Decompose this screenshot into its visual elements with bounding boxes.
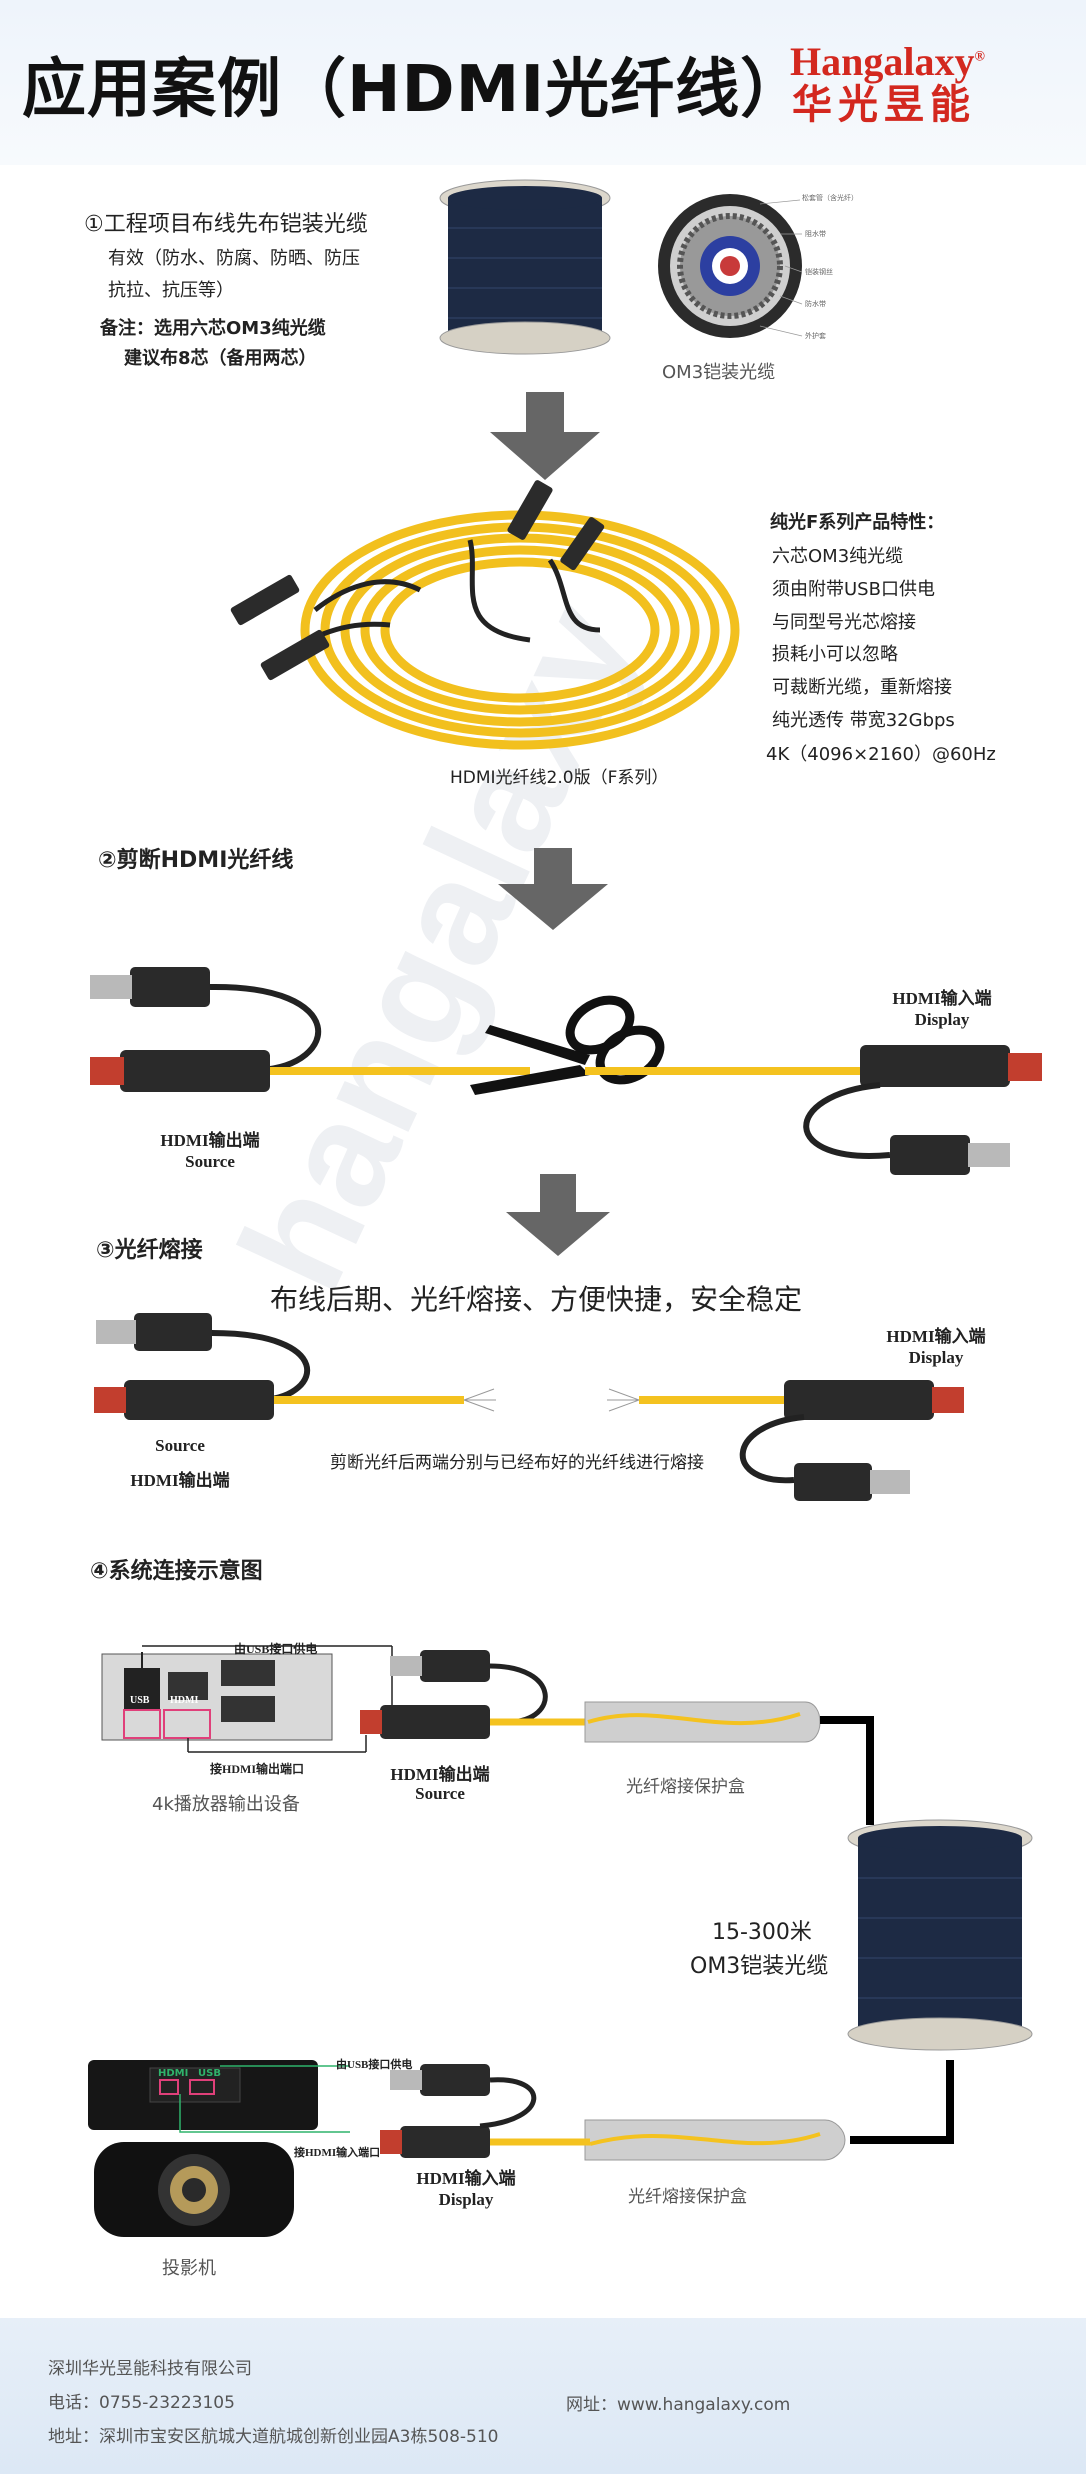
footer-company: 深圳华光昱能科技有限公司 [48, 2359, 252, 2379]
footer-website: 网址：www.hangalaxy.com [566, 2395, 791, 2415]
system-cabling-bottom [380, 2060, 954, 2161]
section1-line1: 有效（防水、防腐、防晒、防压 [108, 248, 360, 269]
player-caption: 4k播放器输出设备 [152, 1794, 300, 1815]
projector-caption: 投影机 [162, 2258, 216, 2279]
proj-hdmi-port-label: 接HDMI输入端口 [294, 2147, 381, 2159]
feature-item: 损耗小可以忽略 [772, 644, 898, 665]
source-label-cn: HDMI输出端 [390, 1765, 490, 1784]
feature-item: 须由附带USB口供电 [772, 579, 935, 600]
section1-heading: ①工程项目布线先布铠装光缆 [84, 212, 368, 237]
cable-caption: OM3铠装光缆 [662, 362, 776, 383]
display-label-cn: HDMI输入端 [886, 1327, 986, 1346]
cable-spool-image [439, 179, 611, 355]
feature-item: 4K（4096×2160）@60Hz [766, 744, 996, 765]
down-arrow-icon [490, 392, 600, 480]
header-band [0, 0, 1086, 165]
source-label-cn: HDMI输出端 [160, 1131, 260, 1150]
cable-cross-section-image: 松套管（含光纤） 阻水带 铠装钢丝 防水带 外护套 [658, 193, 858, 340]
svg-text:阻水带: 阻水带 [805, 229, 826, 238]
display-label-en: Display [438, 2190, 494, 2209]
footer-band [0, 2318, 1086, 2474]
footer-address: 地址：深圳市宝安区航城大道航城创新创业园A3栋508-510 [48, 2427, 499, 2447]
footer-phone: 电话：0755-23223105 [48, 2393, 235, 2413]
display-label-cn: HDMI输入端 [892, 989, 992, 1008]
svg-text:外护套: 外护套 [805, 331, 826, 340]
section1-note1: 备注：选用六芯OM3纯光缆 [100, 318, 326, 339]
hdmi-out-port-label: 接HDMI输出端口 [210, 1762, 304, 1776]
feature-item: 可裁断光缆，重新熔接 [772, 677, 952, 698]
section3-slogan: 布线后期、光纤熔接、方便快捷，安全稳定 [270, 1283, 803, 1316]
svg-text:防水带: 防水带 [805, 299, 826, 308]
feature-item: 与同型号光芯熔接 [772, 612, 916, 633]
source-label-en: Source [185, 1152, 235, 1171]
product-caption: HDMI光纤线2.0版（F系列） [450, 768, 669, 788]
down-arrow-icon [506, 1174, 610, 1256]
brand-logo-text: Hangalaxy® [790, 39, 985, 84]
system-cabling-top [360, 1650, 874, 1825]
svg-text:HDMI: HDMI [170, 1695, 198, 1706]
source-label-en: Source [155, 1436, 205, 1455]
hdmi-fiber-cable-image [230, 480, 740, 750]
fusion-splice-illustration [94, 1313, 964, 1501]
feature-item: 纯光透传 带宽32Gbps [772, 710, 955, 731]
splice-box-label: 光纤熔接保护盒 [626, 1777, 745, 1797]
source-label-cn: HDMI输出端 [130, 1471, 230, 1490]
down-arrow-icon [498, 848, 608, 930]
source-label-en: Source [415, 1784, 465, 1803]
svg-text:USB: USB [130, 1695, 150, 1706]
section1-line2: 抗拉、抗压等） [108, 280, 234, 301]
display-label-en: Display [908, 1348, 964, 1367]
projector-image: HDMI USB [88, 2060, 350, 2237]
svg-text:铠装钢丝: 铠装钢丝 [805, 267, 833, 276]
cable-length-spec: 15-300米 [712, 1920, 812, 1945]
splice-box-label: 光纤熔接保护盒 [628, 2187, 747, 2207]
section3-heading: ③光纤熔接 [96, 1238, 203, 1263]
splice-note: 剪断光纤后两端分别与已经布好的光纤线进行熔接 [330, 1453, 704, 1473]
om3-cable-spool-image [847, 1819, 1033, 2051]
svg-text:USB: USB [198, 2068, 221, 2079]
cut-cable-illustration [90, 967, 1042, 1175]
section1-note2: 建议布8芯（备用两芯） [124, 348, 317, 369]
page-title: 应用案例（HDMI光纤线） [22, 53, 806, 127]
brand-logo-chinese: 华光昱能 [792, 82, 976, 128]
usb-power-label: 由USB接口供电 [234, 1642, 318, 1656]
section2-heading: ②剪断HDMI光纤线 [98, 848, 294, 873]
features-title: 纯光F系列产品特性： [770, 512, 945, 533]
proj-usb-power-label: 由USB接口供电 [336, 2059, 413, 2071]
svg-text:HDMI: HDMI [158, 2068, 188, 2079]
display-label-en: Display [914, 1010, 970, 1029]
feature-item: 六芯OM3纯光缆 [772, 546, 904, 567]
section4-heading: ④系统连接示意图 [90, 1559, 263, 1584]
display-label-cn: HDMI输入端 [416, 2169, 516, 2188]
svg-text:松套管（含光纤）: 松套管（含光纤） [802, 193, 858, 202]
cable-type-spec: OM3铠装光缆 [690, 1954, 829, 1979]
